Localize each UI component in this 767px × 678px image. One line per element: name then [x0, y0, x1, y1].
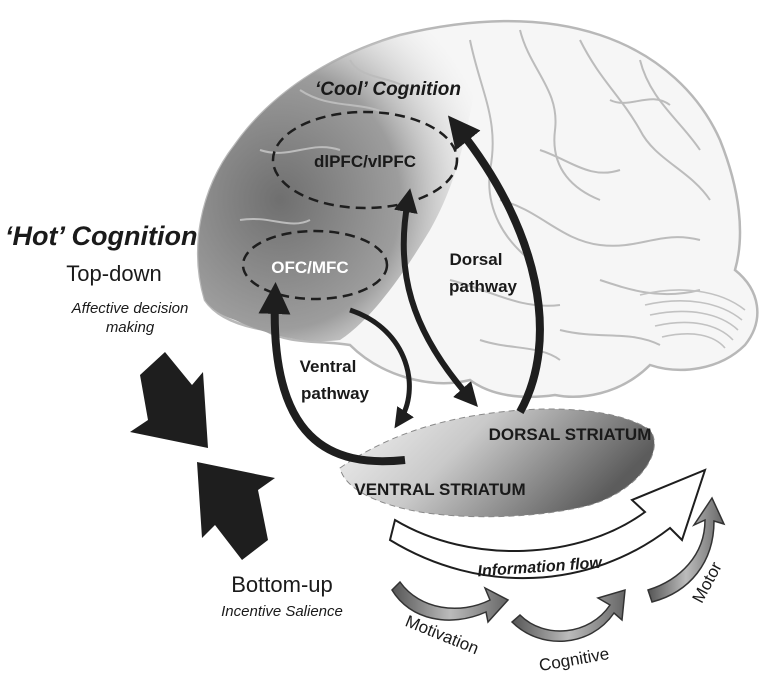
bottom-up-arrow [197, 462, 275, 560]
dorsal-striatum-label: DORSAL STRIATUM [489, 425, 652, 444]
ventral-pathway-label-2: pathway [301, 384, 370, 403]
cool-cognition-label: ‘Cool’ Cognition [315, 79, 461, 100]
cognitive-loop-arrow [512, 590, 625, 641]
affective-decision-label: Affective decision [71, 300, 189, 317]
ofc-mfc-label: OFC/MFC [271, 258, 348, 277]
dorsal-pathway-label-2: pathway [449, 277, 518, 296]
cognitive-label: Cognitive [537, 644, 610, 675]
making-label: making [106, 319, 155, 336]
ventral-pathway-label-1: Ventral [300, 357, 357, 376]
dorsal-pathway-label-1: Dorsal [450, 250, 503, 269]
top-down-arrow [130, 352, 208, 448]
ventral-striatum-label: VENTRAL STRIATUM [354, 480, 525, 499]
top-down-label: Top-down [66, 261, 161, 286]
brain-illustration [198, 21, 757, 397]
hot-cognition-label: ‘Hot’ Cognition [5, 221, 197, 251]
bottom-up-label: Bottom-up [231, 572, 333, 597]
incentive-salience-label: Incentive Salience [221, 603, 343, 620]
dlpfc-label: dlPFC/vlPFC [314, 152, 416, 171]
